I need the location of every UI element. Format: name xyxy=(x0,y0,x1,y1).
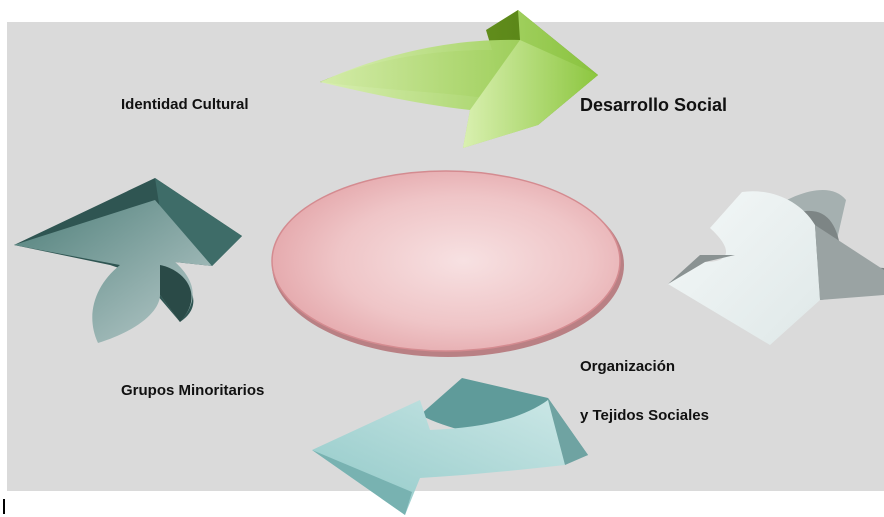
label-identidad-cultural: Identidad Cultural xyxy=(121,96,249,113)
label-organizacion: Organización xyxy=(580,358,676,375)
label-grupos-minoritarios: Grupos Minoritarios xyxy=(121,382,265,399)
text-cursor xyxy=(3,499,5,514)
arrow-grupos-to-identidad xyxy=(14,178,242,343)
arrow-desarrollo-to-organizacion xyxy=(668,190,884,345)
center-ellipse xyxy=(271,170,624,357)
label-tejidos-sociales: y Tejidos Sociales xyxy=(580,407,709,424)
label-desarrollo-social: Desarrollo Social xyxy=(580,95,728,115)
arrow-identidad-to-desarrollo xyxy=(320,10,598,148)
arrow-organizacion-to-grupos xyxy=(312,378,588,515)
